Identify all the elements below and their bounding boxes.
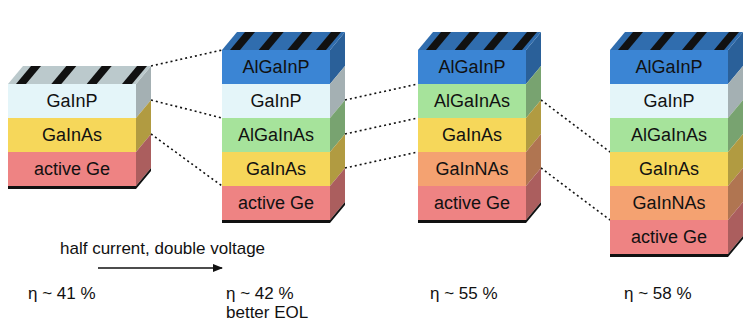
grid-finger — [230, 32, 255, 50]
cell-layer: GaInP — [8, 84, 136, 118]
cell-layer: AlGaInAs — [222, 118, 330, 152]
dotted-connector — [541, 168, 610, 220]
transition-note: half current, double voltage — [60, 240, 265, 259]
layer-label: GaInNAs — [435, 160, 508, 178]
layer-label: GaInAs — [246, 160, 306, 178]
layer-label: AlGaInAs — [434, 92, 510, 110]
dotted-connector — [151, 134, 222, 186]
cell-layer: AlGaInP — [418, 50, 526, 84]
layer-label: AlGaInAs — [631, 126, 707, 144]
cell-layer: GaInAs — [8, 118, 136, 152]
top-face — [610, 32, 743, 50]
grid-finger — [714, 32, 739, 50]
cell-layer: GaInP — [610, 84, 728, 118]
grid-finger — [650, 32, 675, 50]
cell-layer: AlGaInP — [222, 50, 330, 84]
cell-layer: AlGaInAs — [610, 118, 728, 152]
top-face — [8, 66, 151, 84]
layer-label: GaInP — [643, 92, 694, 110]
dotted-connector — [541, 100, 610, 152]
cell-layer: GaInNAs — [610, 186, 728, 220]
transition-arrow — [98, 267, 222, 269]
cell-layer: active Ge — [8, 152, 136, 186]
efficiency-label: η ~ 58 % — [624, 285, 692, 304]
efficiency-label: η ~ 42 % — [226, 285, 294, 304]
layer-label: GaInAs — [42, 126, 102, 144]
grid-finger — [316, 32, 341, 50]
grid-finger — [259, 32, 284, 50]
top-face — [418, 32, 541, 50]
cell-layer: GaInAs — [222, 152, 330, 186]
grid-finger — [16, 66, 41, 84]
layer-label: active Ge — [434, 194, 510, 212]
grid-finger — [512, 32, 537, 50]
grid-finger — [483, 32, 508, 50]
layer-label: AlGaInAs — [238, 126, 314, 144]
grid-finger — [122, 66, 147, 84]
grid-finger — [51, 66, 76, 84]
cell-layer: active Ge — [222, 186, 330, 220]
grid-finger — [287, 32, 312, 50]
grid-finger — [618, 32, 643, 50]
dotted-connector — [345, 152, 418, 168]
dotted-connector — [345, 84, 418, 100]
grid-finger — [87, 66, 112, 84]
layer-label: GaInAs — [442, 126, 502, 144]
dotted-connector — [151, 100, 222, 118]
layer-label: AlGaInP — [242, 58, 309, 76]
cell-layer: GaInAs — [418, 118, 526, 152]
layer-label: active Ge — [238, 194, 314, 212]
layer-label: AlGaInP — [635, 58, 702, 76]
layer-label: GaInP — [250, 92, 301, 110]
cell-layer: active Ge — [418, 186, 526, 220]
cell-layer: GaInP — [222, 84, 330, 118]
top-face — [222, 32, 345, 50]
grid-finger — [426, 32, 451, 50]
cell-layer: AlGaInP — [610, 50, 728, 84]
cell-layer: GaInAs — [610, 152, 728, 186]
layer-label: GaInP — [46, 92, 97, 110]
note-text: better EOL — [226, 304, 308, 323]
cell-layer: active Ge — [610, 220, 728, 254]
grid-finger — [455, 32, 480, 50]
layer-label: GaInAs — [639, 160, 699, 178]
layer-label: AlGaInP — [438, 58, 505, 76]
layer-label: active Ge — [34, 160, 110, 178]
layer-label: GaInNAs — [632, 194, 705, 212]
grid-finger — [682, 32, 707, 50]
dotted-connector — [345, 118, 418, 134]
cell-layer: AlGaInAs — [418, 84, 526, 118]
dotted-connector — [151, 50, 222, 66]
efficiency-label: η ~ 41 % — [28, 285, 96, 304]
layer-label: active Ge — [631, 228, 707, 246]
efficiency-label: η ~ 55 % — [430, 285, 498, 304]
cell-layer: GaInNAs — [418, 152, 526, 186]
